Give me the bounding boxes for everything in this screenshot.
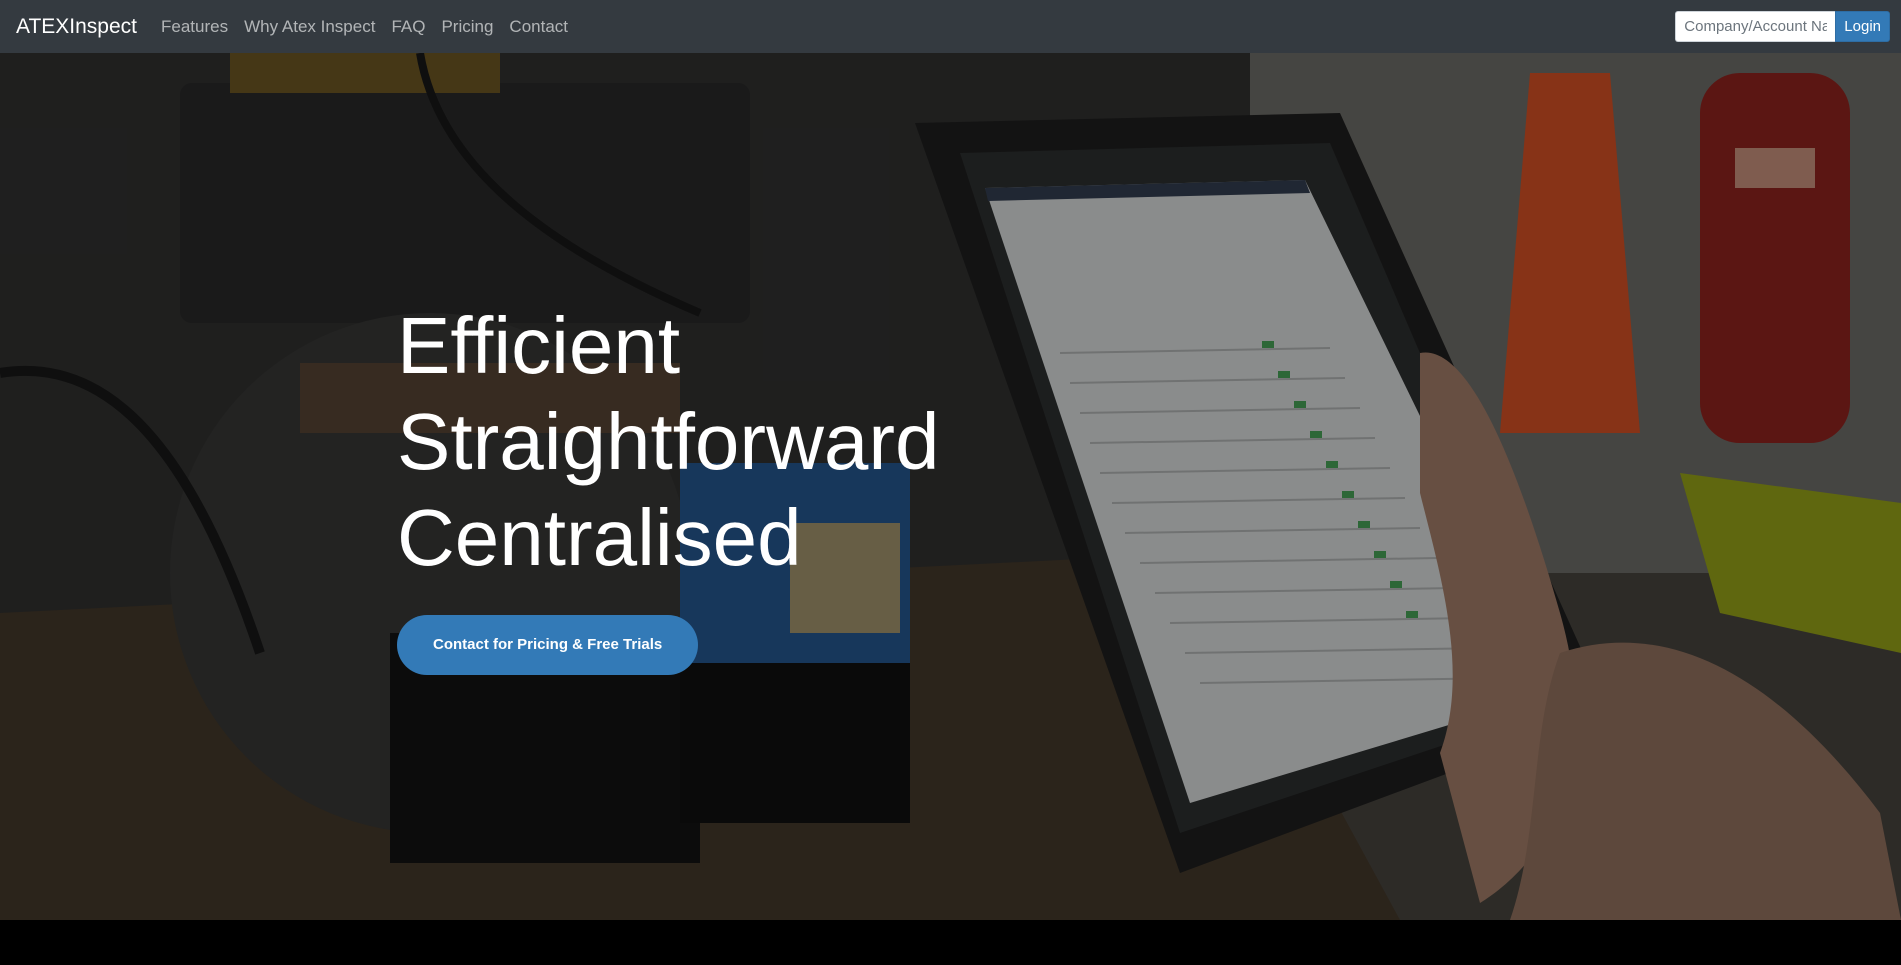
nav-links: Features Why Atex Inspect FAQ Pricing Co… xyxy=(161,17,568,37)
headline-line-3: Centralised xyxy=(397,493,802,582)
headline-line-1: Efficient xyxy=(397,301,681,390)
nav-link-faq[interactable]: FAQ xyxy=(391,16,426,36)
hero-content: Efficient Straightforward Centralised Co… xyxy=(397,298,939,675)
hero-headline: Efficient Straightforward Centralised xyxy=(397,298,939,586)
nav-link-contact[interactable]: Contact xyxy=(509,16,569,36)
nav-link-features[interactable]: Features xyxy=(161,16,229,36)
nav-link-pricing[interactable]: Pricing xyxy=(441,16,494,36)
login-form: Login xyxy=(1675,11,1890,42)
hero-section: Efficient Straightforward Centralised Co… xyxy=(0,53,1901,920)
top-navbar: ATEXInspect Features Why Atex Inspect FA… xyxy=(0,0,1901,53)
contact-pricing-button[interactable]: Contact for Pricing & Free Trials xyxy=(397,615,699,675)
nav-link-why-atex-inspect[interactable]: Why Atex Inspect xyxy=(244,16,376,36)
hero-background-image xyxy=(0,53,1901,920)
page-footer-band xyxy=(0,920,1901,965)
company-account-input[interactable] xyxy=(1675,11,1836,42)
login-button[interactable]: Login xyxy=(1835,11,1890,42)
brand-logo[interactable]: ATEXInspect xyxy=(16,14,137,38)
hero-dark-overlay xyxy=(0,53,1901,920)
headline-line-2: Straightforward xyxy=(397,397,940,486)
